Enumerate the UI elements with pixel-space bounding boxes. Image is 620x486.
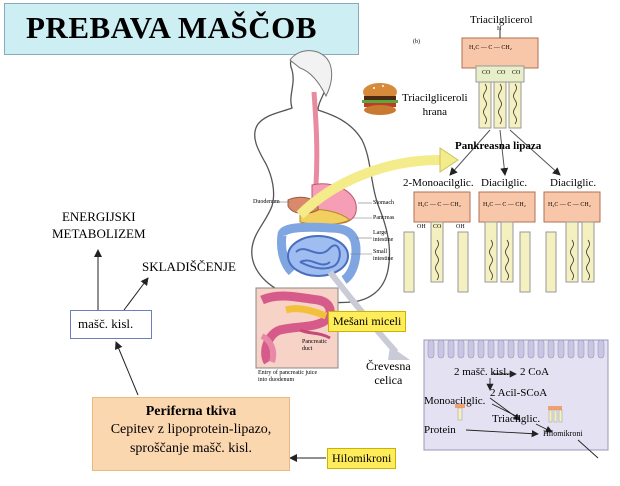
label-pankreasna-lipaza: Pankreasna lipaza	[455, 140, 542, 152]
cell-2-coa: 2 CoA	[520, 366, 550, 378]
cell-hilomikroni: Hilomikroni	[543, 429, 583, 438]
chem-co-mono: CO	[433, 224, 442, 230]
periferna-title: Periferna tkiva	[145, 404, 237, 419]
title-box	[4, 3, 359, 55]
cell-2-masc-kisl: 2 mašč. kisl.	[454, 366, 509, 378]
box-periferna-tkiva: Periferna tkiva Cepitev z lipoprotein-li…	[92, 397, 290, 471]
small-intestine	[287, 235, 349, 277]
chem-carbon-mono: H₂C — C — CH₂	[418, 202, 461, 208]
chem-oh-1: OH	[417, 224, 426, 230]
page-title: PREBAVA MAŠČOB	[26, 10, 317, 45]
periferna-line-2: sproščanje mašč. kisl.	[129, 441, 253, 456]
label-diacilglic-2: Diacilglic.	[550, 177, 597, 189]
intestinal-cell	[423, 339, 609, 451]
label-masc-kisl: mašč. kisl.	[78, 316, 134, 331]
triacylglycerol-molecule	[461, 28, 539, 129]
big-yellow-arrow	[296, 155, 441, 219]
label-mesani-miceli: Mešani miceli	[328, 311, 407, 332]
large-intestine	[277, 222, 361, 284]
burger-icon	[362, 83, 398, 115]
inset-pancreas-image	[255, 287, 339, 369]
chem-h-top: H	[497, 26, 502, 32]
chem-carbon-di2: H₂C — C — CH₂	[548, 202, 591, 208]
label-skladiscenje: SKLADIŠČENJE	[142, 259, 236, 274]
cell-triacilglic: Triacilglic.	[492, 413, 541, 425]
cell-2-acil-scoa: 2 Acil-SCoA	[490, 387, 548, 399]
hair	[289, 50, 333, 98]
periferna-line-1: Cepitev z lipoprotein-lipazo,	[110, 422, 272, 437]
box-masc-kisl	[70, 310, 152, 339]
label-hilomikroni: Hilomikroni	[327, 448, 397, 469]
cell-monoacilglic: Monoacilglic.	[424, 395, 486, 407]
chem-co-2: CO	[497, 70, 506, 76]
chem-carbon-di1: H₂C — C — CH₂	[483, 202, 526, 208]
anatomy-stomach: Stomach	[373, 200, 394, 206]
monoacylglycerol-molecule	[403, 191, 471, 293]
chem-co-1: CO	[482, 70, 491, 76]
chem-oh-2: OH	[456, 224, 465, 230]
esophagus	[311, 91, 320, 186]
diacylglycerol-molecule-2	[543, 191, 601, 293]
chem-carbon-top: H₂C — C — CH₂	[469, 45, 512, 51]
anatomy-duodenum: Duodenum	[253, 199, 280, 205]
chem-co-3: CO	[512, 70, 521, 76]
label-monoacilglic: 2-Monoacilglic.	[403, 177, 474, 189]
diacylglycerol-molecule-1	[478, 191, 536, 293]
anatomy-pancreas: Pancreas	[373, 215, 395, 221]
cell-protein: Protein	[424, 424, 456, 436]
panel-letter: (b)	[413, 39, 420, 45]
label-diacilglic-1: Diacilglic.	[481, 177, 528, 189]
label-triacilglicerol: Triacilglicerol	[470, 14, 533, 26]
